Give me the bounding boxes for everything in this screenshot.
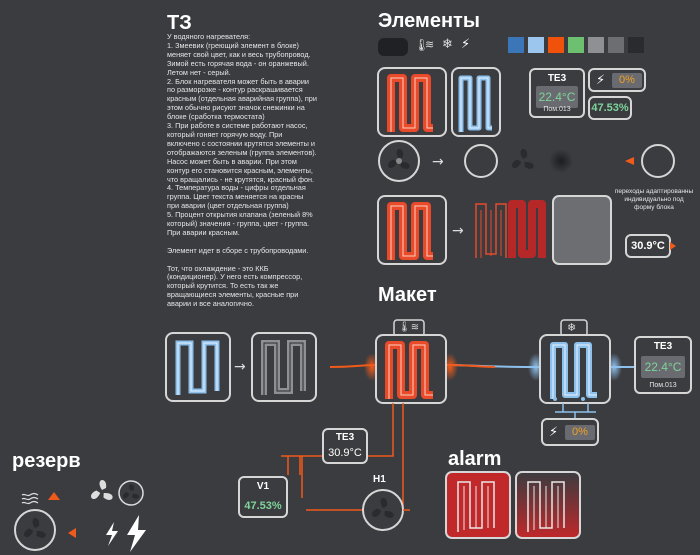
- layout-heater-cold: [165, 332, 231, 402]
- v1-value: 47.53%: [244, 500, 282, 512]
- lightning-icon: ⚡: [461, 36, 471, 51]
- pipe-marker: [670, 242, 676, 250]
- layout-heading: Макет: [378, 284, 437, 306]
- palette-swatch: [528, 37, 544, 53]
- snowflake-icon: ❄: [442, 36, 453, 51]
- layout-te3-panel[interactable]: ТЕ3 22.4°C Пом.013: [634, 336, 692, 394]
- v1-panel[interactable]: V1 47.53%: [238, 476, 288, 518]
- grey-square: [552, 195, 612, 265]
- transition-note: переходы адаптированны индивидуально под…: [614, 188, 694, 211]
- palette-swatch: [628, 37, 644, 53]
- snowflake-icon: ❄: [567, 322, 577, 334]
- lightning-icon: ⚡: [549, 424, 559, 439]
- fan-blades-2: [512, 148, 534, 169]
- valve-open-value[interactable]: 47.53%: [588, 96, 632, 120]
- fan-icon: [91, 479, 113, 500]
- layout-te3-title: ТЕ3: [653, 341, 673, 352]
- pipe-te3-value: 30.9°C: [328, 447, 362, 459]
- fan-round-icon: [118, 480, 144, 506]
- pipe-te3-title: ТЕ3: [335, 432, 355, 443]
- layout-valve-percent: 0%: [565, 425, 595, 440]
- fan-shadow: [549, 149, 573, 173]
- lightning-icon: ⚡: [596, 72, 606, 87]
- v1-title: V1: [256, 481, 270, 492]
- arrow-up-marker: [48, 492, 60, 500]
- tz-title: ТЗ: [167, 12, 192, 34]
- palette-swatch: [548, 37, 564, 53]
- reserve-heading: резерв: [12, 450, 81, 472]
- palette-swatch: [508, 37, 524, 53]
- lightning-icon-small: [106, 522, 118, 546]
- thermometer-icon: 🌡: [414, 38, 430, 52]
- te3-value: 22.4°C: [536, 86, 578, 108]
- fan-blades-1: [388, 148, 410, 169]
- tz-body: У водяного нагревателя: 1. Змеевик (грею…: [167, 32, 317, 309]
- heater-dark-icon: [378, 38, 408, 56]
- layout-te3-sub: Пом.013: [649, 382, 677, 389]
- svg-text:→: →: [432, 154, 444, 170]
- heat-wave-icon: [21, 492, 39, 505]
- svg-text:→: →: [452, 223, 464, 239]
- valve-percent: 0%: [612, 73, 642, 88]
- lightning-icon-big: [127, 515, 146, 552]
- layout-te3-value: 22.4°C: [641, 356, 685, 378]
- palette-swatch: [608, 37, 624, 53]
- te3-sub: Пом.013: [543, 106, 571, 113]
- layout-valve-panel[interactable]: ⚡ 0%: [541, 418, 599, 446]
- thermometer-icon: 🌡≋: [398, 322, 420, 333]
- te3-panel[interactable]: ТЕ3 22.4°C Пом.013: [529, 68, 585, 118]
- h1-title: H1: [373, 474, 386, 485]
- valve-panel[interactable]: ⚡ 0%: [588, 68, 646, 92]
- coil-solid: [508, 200, 546, 258]
- svg-text:→: →: [234, 359, 246, 375]
- temp-value[interactable]: 30.9°C: [625, 234, 671, 258]
- palette-swatch: [588, 37, 604, 53]
- pipe-te3-panel[interactable]: ТЕ3 30.9°C: [322, 428, 368, 464]
- alarm-heading: alarm: [448, 448, 502, 470]
- heat-wave-icon: ≋: [425, 39, 435, 51]
- pump-h1: [362, 489, 404, 531]
- elements-heading: Элементы: [378, 10, 480, 32]
- palette-swatch: [568, 37, 584, 53]
- reserve-fan-big: [14, 509, 56, 551]
- arrow-marker: [625, 157, 634, 165]
- fan-circle-outline: [641, 144, 675, 178]
- fan-circle-empty: [464, 144, 498, 178]
- te3-title: ТЕ3: [547, 73, 567, 84]
